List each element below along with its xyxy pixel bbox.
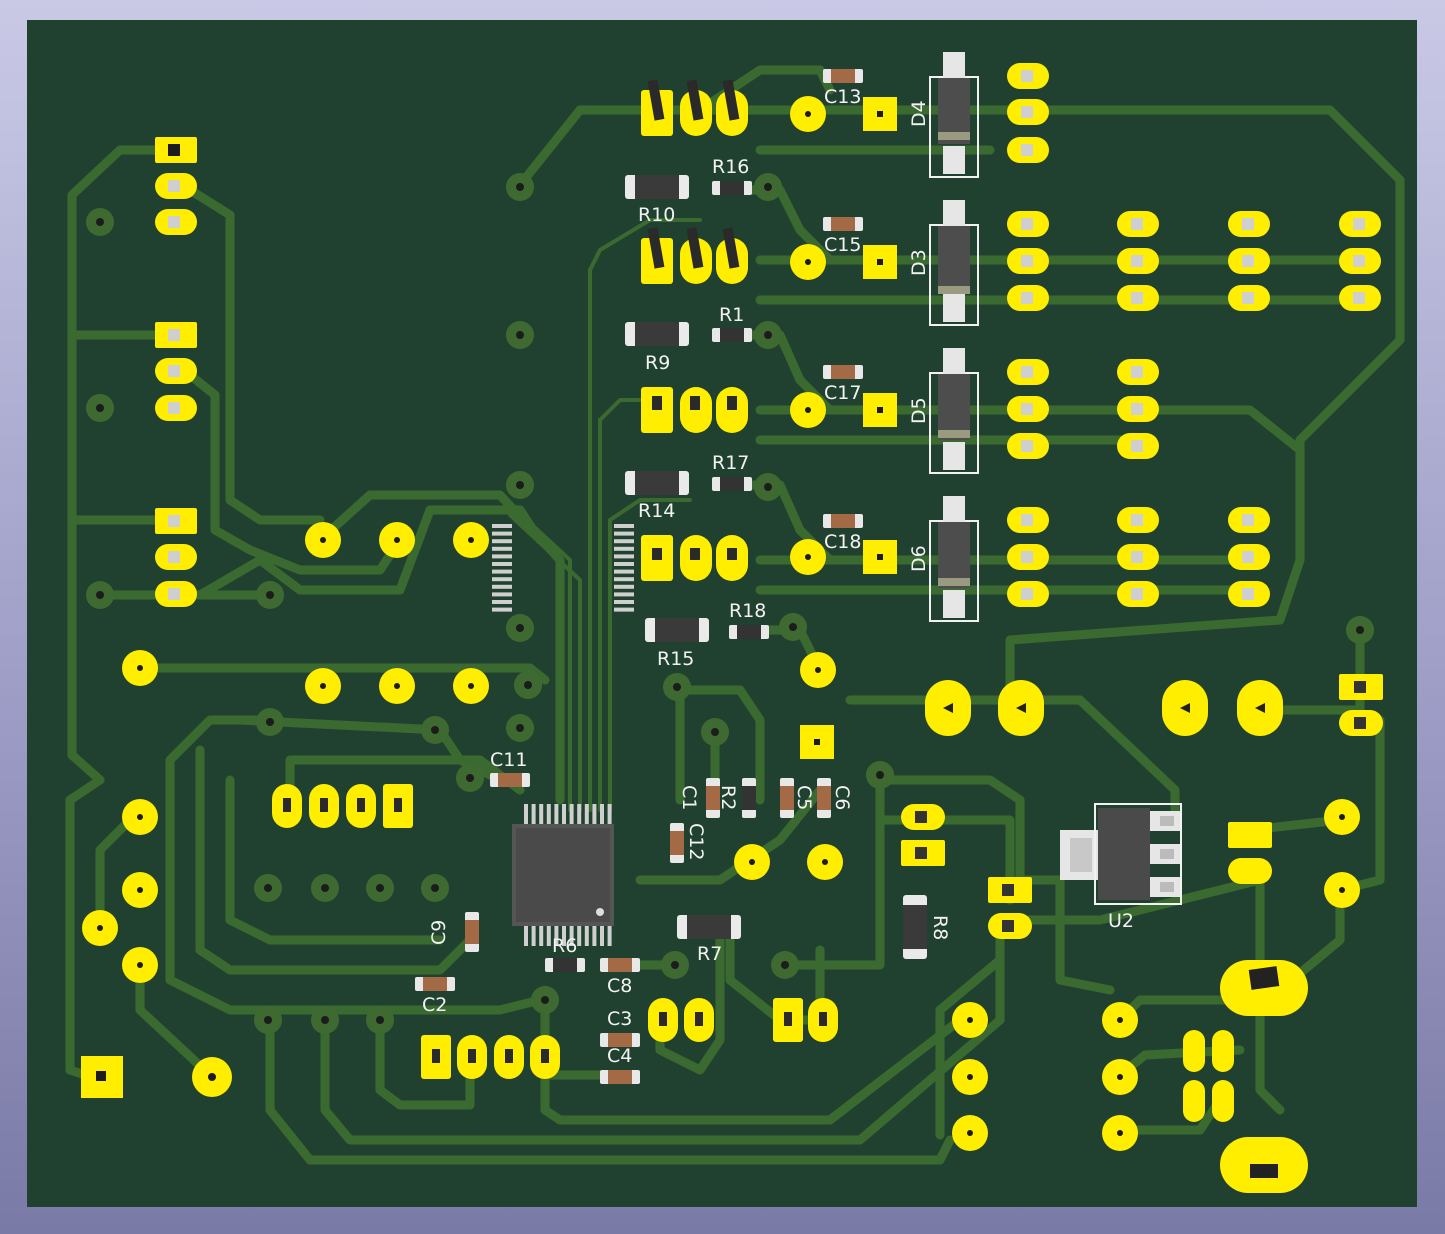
label-c18: C18 [824, 531, 861, 553]
qfp-pin [614, 539, 634, 544]
label-c1: C1 [678, 785, 700, 810]
qfp-pin [524, 926, 528, 946]
label-c5: C5 [793, 785, 815, 810]
qfp-pin [554, 926, 559, 946]
qfp-pin [492, 524, 512, 528]
label-r8: R8 [929, 915, 951, 940]
qfp-pin [492, 539, 512, 544]
tht-pads [82, 96, 1360, 1151]
qfp-pin [614, 607, 634, 612]
qfp-pin [614, 554, 634, 559]
label-r6: R6 [552, 935, 577, 957]
label-r10: R10 [638, 204, 675, 226]
qfp-pin [562, 804, 566, 824]
vias [86, 173, 1374, 1034]
qfp-pin [539, 804, 544, 824]
qfp-pin [492, 600, 512, 604]
label-d4: D4 [908, 100, 930, 127]
qfp-pin [562, 926, 566, 946]
diodes [929, 52, 979, 622]
label-c17: C17 [824, 382, 861, 404]
qfp-pin [577, 804, 582, 824]
label-d6: D6 [908, 545, 930, 572]
label-c15: C15 [824, 234, 861, 256]
qfp-pin [614, 600, 634, 604]
qfp-pin [614, 546, 634, 551]
qfp-pin [492, 577, 512, 582]
qfp-pin [592, 804, 597, 824]
label-c9: C9 [428, 920, 450, 945]
qfp-pin [607, 804, 612, 824]
qfp-pin [531, 804, 536, 824]
label-c12: C12 [685, 823, 707, 860]
qfp-pin [539, 926, 544, 946]
qfp-pin [546, 926, 551, 946]
smd-resistors [625, 175, 927, 959]
label-u2: U2 [1108, 910, 1134, 932]
qfp-pin [592, 926, 597, 946]
label-d3: D3 [908, 249, 930, 276]
label-r7: R7 [697, 943, 722, 965]
qfp-pin [492, 554, 512, 559]
small-smd-parts [415, 69, 863, 1084]
qfp-pin [577, 926, 582, 946]
qfp-pin [607, 926, 612, 946]
qfp-pin [614, 569, 634, 574]
qfp-pin [492, 569, 512, 574]
qfp-pin [569, 804, 574, 824]
left-connectors [155, 137, 197, 607]
qfp-pin [524, 804, 528, 824]
label-r2: R2 [717, 785, 739, 810]
label-c4: C4 [607, 1045, 632, 1067]
label-r18: R18 [729, 600, 766, 622]
qfp-pin [614, 524, 634, 528]
label-r9: R9 [645, 352, 670, 374]
qfp-pin [531, 926, 536, 946]
square-pads [81, 97, 897, 1098]
qfp-pin [614, 577, 634, 582]
label-r1: R1 [719, 304, 744, 326]
regulator-u2 [1060, 803, 1182, 905]
power-pads [901, 674, 1383, 1193]
qfp-chip [492, 524, 634, 946]
label-c11: C11 [490, 749, 527, 771]
label-c8: C8 [607, 975, 632, 997]
qfp-pin [600, 926, 604, 946]
qfp-pin [492, 562, 512, 566]
qfp-pin [492, 546, 512, 551]
label-c3: C3 [607, 1008, 632, 1030]
vertical-pin-headers [272, 79, 838, 1079]
label-d5: D5 [908, 397, 930, 424]
qfp-pin [546, 804, 551, 824]
qfp-pin [492, 592, 512, 597]
qfp-pin [554, 804, 559, 824]
qfp-pin [492, 607, 512, 612]
qfp-pin [492, 584, 512, 589]
label-r15: R15 [657, 648, 694, 670]
qfp-pin [600, 804, 604, 824]
qfp-pin [584, 804, 589, 824]
label-r17: R17 [712, 452, 749, 474]
qfp-pin [569, 926, 574, 946]
qfp-pin [584, 926, 589, 946]
silkscreen-labels: C13 D4 R16 R10 C15 D3 R1 R9 C17 D5 R17 R… [422, 86, 1134, 1067]
qfp-pin [614, 592, 634, 597]
qfp-pin [614, 584, 634, 589]
label-r16: R16 [712, 156, 749, 178]
qfp-pin [614, 531, 634, 536]
qfp-pin [492, 531, 512, 536]
label-c2: C2 [422, 994, 447, 1016]
label-c6: C6 [831, 785, 853, 810]
label-c13: C13 [824, 86, 861, 108]
qfp-pin [614, 562, 634, 566]
label-r14: R14 [638, 500, 675, 522]
right-connectors [1007, 63, 1381, 607]
